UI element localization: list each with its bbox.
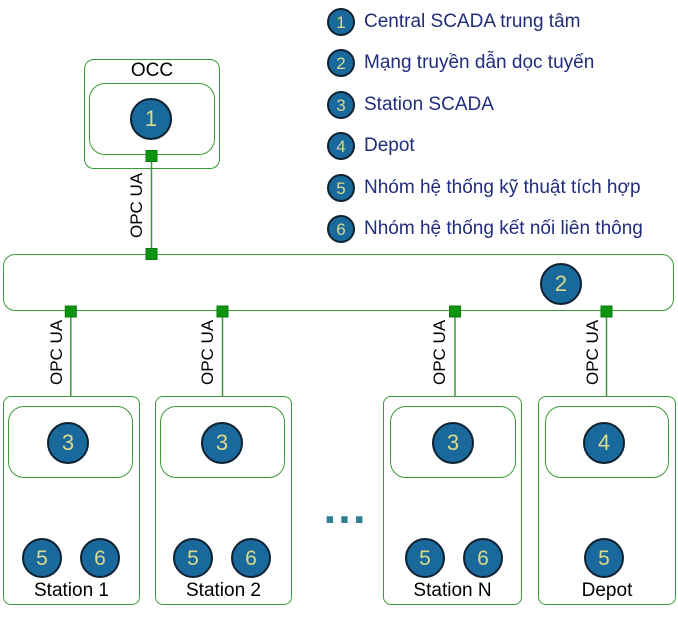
legend-badge-1: 1 xyxy=(327,8,355,36)
stationN-node-interconnected: 6 xyxy=(463,538,503,578)
legend-label: Nhóm hệ thống kết nối liên thông xyxy=(364,218,643,239)
legend-label: Depot xyxy=(364,135,415,156)
legend-number: 2 xyxy=(336,53,346,73)
legend-badge-4: 4 xyxy=(327,132,355,160)
legend-badge-2: 2 xyxy=(327,49,355,77)
node-number: 5 xyxy=(36,546,48,570)
station1-node-scada: 3 xyxy=(47,422,89,464)
legend-badge-5: 5 xyxy=(327,174,355,202)
opc-ua-label-depot: OPC UA xyxy=(583,319,602,385)
node-number: 5 xyxy=(187,546,199,570)
legend-item-central-scada: 1 Central SCADA trung tâm xyxy=(327,8,580,36)
legend-number: 3 xyxy=(336,95,346,115)
legend-label: Nhóm hệ thống kỹ thuật tích hợp xyxy=(364,177,641,198)
stationN-node-integrated: 5 xyxy=(405,538,445,578)
legend-badge-6: 6 xyxy=(327,215,355,243)
node-transmission-network: 2 xyxy=(540,263,582,305)
node-number: 3 xyxy=(61,430,75,455)
station2-name: Station 2 xyxy=(186,580,261,601)
station2-node-integrated: 5 xyxy=(173,538,213,578)
node-number: 3 xyxy=(446,430,460,455)
node-number: 3 xyxy=(215,430,229,455)
legend-label: Station SCADA xyxy=(364,94,494,115)
opc-ua-label-station1: OPC UA xyxy=(47,319,66,385)
node-central-scada: 1 xyxy=(130,98,172,140)
station1-node-interconnected: 6 xyxy=(80,538,120,578)
legend-number: 4 xyxy=(336,136,346,156)
station1-name: Station 1 xyxy=(34,580,109,601)
node-number: 6 xyxy=(245,546,257,570)
opc-ua-label-station2: OPC UA xyxy=(198,319,217,385)
legend-number: 5 xyxy=(336,178,346,198)
opc-ua-label-stationN: OPC UA xyxy=(430,319,449,385)
depot-node: 4 xyxy=(583,422,625,464)
node-number: 4 xyxy=(597,430,611,455)
node-number: 5 xyxy=(598,546,610,570)
stationN-node-scada: 3 xyxy=(432,422,474,464)
legend-label: Mạng truyền dẫn dọc tuyến xyxy=(364,52,595,73)
depot-node-integrated: 5 xyxy=(584,538,624,578)
node-number: 6 xyxy=(477,546,489,570)
opc-ua-label-occ: OPC UA xyxy=(127,172,146,238)
node-number: 5 xyxy=(419,546,431,570)
station2-node-interconnected: 6 xyxy=(231,538,271,578)
node-number: 2 xyxy=(554,271,568,296)
legend-item-integrated-systems: 5 Nhóm hệ thống kỹ thuật tích hợp xyxy=(327,174,641,202)
legend-item-transmission-network: 2 Mạng truyền dẫn dọc tuyến xyxy=(327,49,594,77)
legend-badge-3: 3 xyxy=(327,91,355,119)
node-number: 1 xyxy=(144,106,158,131)
depot-name: Depot xyxy=(581,580,633,601)
legend-item-interconnected-systems: 6 Nhóm hệ thống kết nối liên thông xyxy=(327,215,643,243)
ellipsis-dots: ... xyxy=(322,491,368,532)
legend-label: Central SCADA trung tâm xyxy=(364,11,581,32)
legend-item-depot: 4 Depot xyxy=(327,132,415,160)
legend-number: 6 xyxy=(336,219,346,239)
station1-node-integrated: 5 xyxy=(22,538,62,578)
stationN-name: Station N xyxy=(413,580,492,601)
node-number: 6 xyxy=(94,546,106,570)
legend-number: 1 xyxy=(336,12,346,32)
legend-item-station-scada: 3 Station SCADA xyxy=(327,91,494,119)
occ-title: OCC xyxy=(130,60,174,81)
station2-node-scada: 3 xyxy=(201,422,243,464)
